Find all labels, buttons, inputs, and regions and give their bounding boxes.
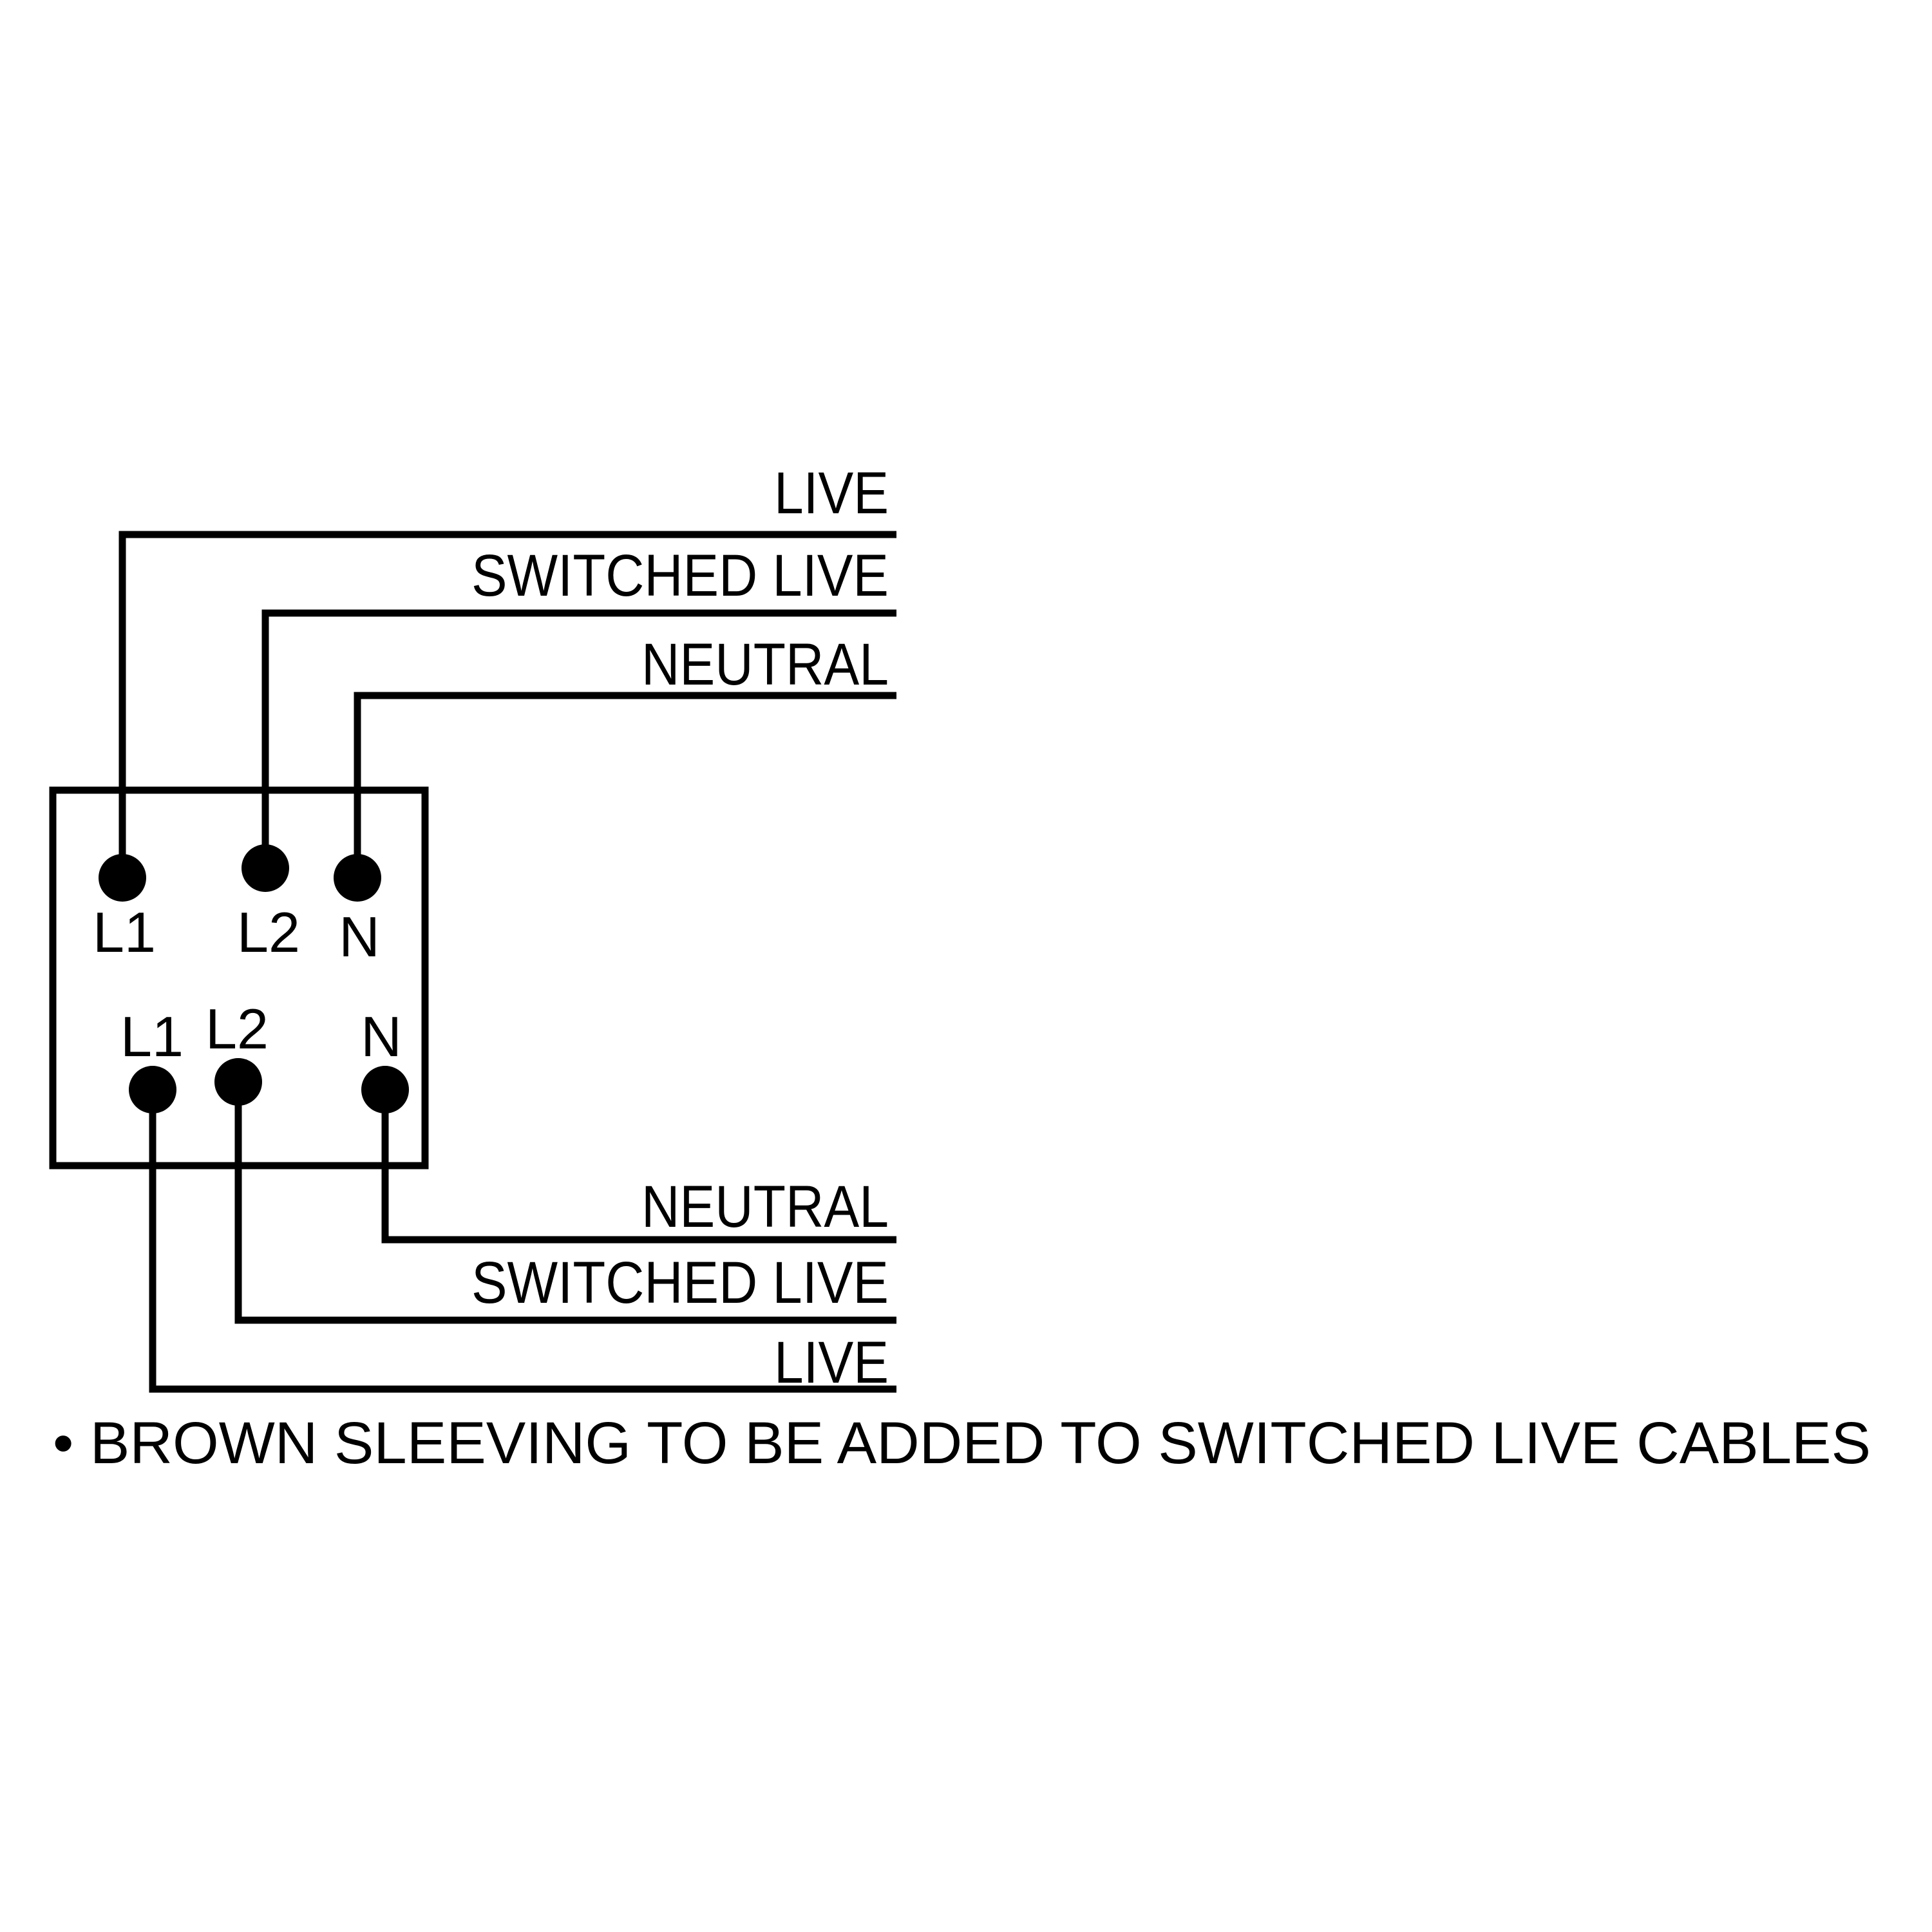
terminal-bottom-n <box>361 1066 409 1113</box>
terminal-bottom-l1 <box>129 1066 176 1113</box>
wire-label-bottom-switched-live: SWITCHED LIVE <box>471 1250 889 1316</box>
terminal-top-n <box>334 854 381 902</box>
bottom-switched-live-wire <box>234 1082 896 1324</box>
terminal-label-bottom-n: N <box>361 1005 402 1068</box>
top-neutral-wire <box>354 692 896 877</box>
wire-label-top-neutral: NEUTRAL <box>641 632 889 697</box>
top-live-wire <box>118 531 896 876</box>
bottom-neutral-wire <box>381 1090 896 1244</box>
wire-label-top-switched-live: SWITCHED LIVE <box>471 543 889 609</box>
top-switched-live-wire <box>261 609 896 866</box>
note-text: • BROWN SLEEVING TO BE ADDED TO SWITCHED… <box>53 1410 1871 1476</box>
terminal-label-top-n: N <box>339 905 380 969</box>
wire-label-bottom-live: LIVE <box>774 1330 889 1396</box>
terminal-label-bottom-l1: L1 <box>120 1005 184 1068</box>
terminal-label-top-l2: L2 <box>237 900 300 964</box>
wire-label-bottom-neutral: NEUTRAL <box>641 1174 889 1240</box>
terminal-top-l1 <box>99 854 146 902</box>
wire-label-top-live: LIVE <box>774 460 889 526</box>
bottom-live-wire <box>149 1090 896 1393</box>
terminal-bottom-l2 <box>214 1058 262 1106</box>
terminal-label-top-l1: L1 <box>93 900 156 964</box>
terminal-top-l2 <box>242 844 289 892</box>
terminal-label-bottom-l2: L2 <box>205 997 269 1061</box>
